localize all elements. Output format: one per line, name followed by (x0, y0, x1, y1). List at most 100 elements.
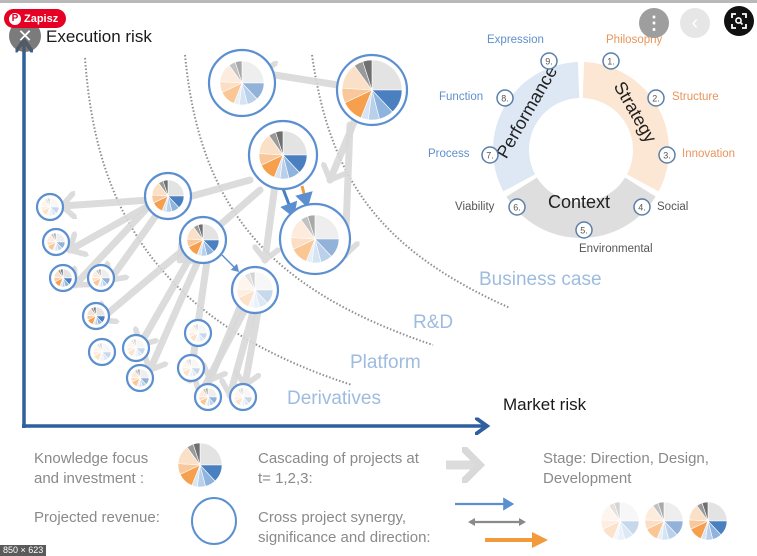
wheel-segment-performance (492, 62, 580, 192)
legend-stage-label: Stage: Direction, Design, Development (543, 450, 709, 487)
cascade-arrow (200, 296, 254, 395)
visual-search-button[interactable] (724, 6, 754, 36)
dim-label-social: Social (657, 201, 689, 213)
pie-slice (249, 271, 256, 291)
node-derivative (228, 382, 258, 412)
dimension-number: 3. (663, 151, 671, 161)
knowledge-pie (53, 268, 73, 288)
pie-slice (59, 268, 64, 279)
legend-synergy-arrowhead-orange (532, 532, 548, 548)
knowledge-pie (130, 368, 150, 388)
pie-slice (204, 387, 209, 398)
dimension-number-marker (540, 52, 558, 70)
pie-slice (663, 501, 684, 522)
cascade-arrow (66, 201, 154, 250)
knowledge-pie (181, 358, 201, 378)
node-derivative (193, 382, 223, 412)
dimension-number-marker (508, 198, 526, 216)
pie-slice (234, 60, 243, 84)
cascade-arrow (96, 236, 199, 320)
pie-slice (92, 306, 97, 317)
dimension-number-marker (496, 89, 514, 107)
pie-slice (707, 501, 728, 522)
save-button-label: Zapisz (24, 12, 59, 25)
pie-slice (314, 214, 340, 240)
pie-slice (282, 130, 308, 156)
synergy-arrow-blue-small (221, 254, 240, 273)
knowledge-pie (40, 197, 60, 217)
dimension-number-marker (658, 146, 676, 164)
legend-graphics (177, 442, 728, 548)
pie-slice (132, 338, 137, 349)
legend-stage-design-pie (644, 501, 684, 541)
dim-label-function: Function (439, 91, 484, 103)
node-rd-top (207, 48, 277, 118)
synergy-arrow-blue (280, 185, 298, 218)
dimension-number: 7. (486, 151, 494, 161)
knowledge-pie (46, 232, 66, 252)
pinterest-icon: P (9, 12, 21, 25)
pie-slice (52, 232, 57, 243)
pie-slice (98, 342, 103, 353)
synergy-arrow-orange (295, 185, 313, 208)
more-options-button[interactable]: ⋮ (639, 8, 669, 38)
node-derivative (87, 337, 117, 367)
node-derivative (81, 301, 111, 331)
pie-slice (239, 387, 244, 398)
knowledge-pie (151, 179, 185, 213)
knowledge-pie (233, 387, 253, 407)
node-derivative (183, 318, 213, 348)
knowledge-pie (258, 130, 308, 180)
knowledge-pie (92, 342, 112, 362)
node-derivative (41, 227, 71, 257)
dimension-number-marker (633, 198, 651, 216)
legend-knowledge-label: Knowledge focus and investment : (34, 450, 149, 487)
dimension-number-marker (481, 146, 499, 164)
legend-stage-development-pie (688, 501, 728, 541)
dimension-number: 2. (652, 94, 660, 104)
node-derivative (125, 363, 155, 393)
legend-cascading-label: Cascading of projects at t= 1,2,3: (258, 450, 419, 487)
lens-icon (731, 13, 747, 29)
node-derivative (121, 333, 151, 363)
pie-slice (197, 223, 204, 241)
zone-label-derivatives: Derivatives (287, 388, 381, 409)
top-border (0, 0, 757, 3)
dim-label-viability: Viability (455, 201, 495, 213)
cascade-arrow (150, 241, 209, 370)
pie-slice (371, 59, 403, 91)
cascade-arrow (71, 201, 154, 289)
node-derivative (176, 353, 206, 383)
pie-slice (162, 179, 169, 197)
dimension-number-marker (602, 52, 620, 70)
knowledge-pie (188, 323, 208, 343)
pie-slice (97, 268, 102, 279)
pie-slice (307, 214, 316, 240)
node-derivative (35, 192, 65, 222)
pie-slice (192, 442, 201, 466)
dimension-number-marker (647, 89, 665, 107)
legend-revenue-ring (191, 497, 237, 545)
knowledge-pie (186, 223, 220, 257)
dimension-number: 8. (501, 94, 509, 104)
previous-button[interactable]: ‹ (680, 8, 710, 38)
node-business-case (335, 53, 409, 127)
node-derivative (86, 263, 116, 293)
node-platform-1 (143, 171, 193, 221)
dim-label-process: Process (428, 148, 470, 160)
save-button[interactable]: P Zapisz (4, 9, 67, 28)
dim-label-environmental: Environmental (579, 243, 653, 255)
dimension-number: 4. (638, 203, 646, 213)
dimension-number: 5. (580, 226, 588, 236)
image-size-tag: 850 × 623 (0, 545, 47, 556)
knowledge-pie (341, 59, 403, 121)
legend-stage-direction-pie (600, 501, 640, 541)
pie-slice (657, 501, 665, 522)
knowledge-pie (290, 214, 340, 264)
legend-synergy-arrowheads-gray (468, 518, 526, 526)
knowledge-pie (91, 268, 111, 288)
zone-label-business-case: Business case (479, 269, 602, 290)
knowledge-pie (126, 338, 146, 358)
knowledge-pie (86, 306, 106, 326)
dimension-number-marker (575, 221, 593, 239)
